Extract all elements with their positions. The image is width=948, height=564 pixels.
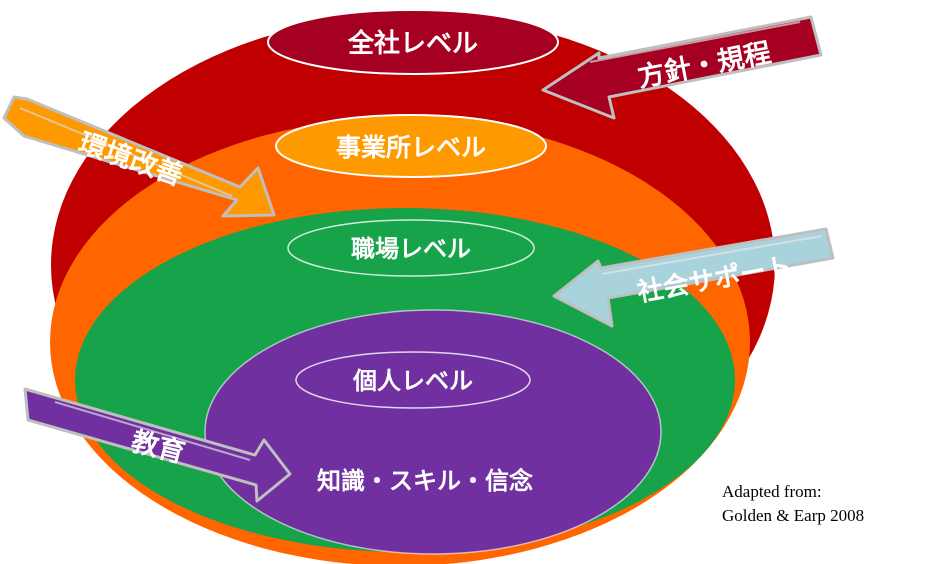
- arrow-education-inner-line: [54, 401, 251, 461]
- level-workplace-label: 職場レベル: [351, 235, 471, 263]
- arrow-social-inner-line: [601, 235, 823, 275]
- level-individual-label-ellipse: [295, 351, 531, 409]
- level-individual-label: 個人レベル: [352, 367, 473, 395]
- level-worksite-label: 事業所レベル: [336, 133, 486, 162]
- level-individual: 個人レベル 知識・スキル・信念: [204, 309, 662, 555]
- level-company-label: 全社レベル: [347, 28, 478, 59]
- arrow-environment-inner-line: [19, 107, 233, 197]
- credit-line-2: Golden & Earp 2008: [722, 506, 865, 525]
- level-individual-ellipse: [204, 309, 662, 555]
- arrow-social-shape: [552, 227, 835, 328]
- arrow-education-shape: [23, 387, 292, 503]
- level-workplace-label-ellipse: [287, 219, 535, 277]
- level-worksite-label-ellipse: [275, 114, 547, 178]
- arrow-policy-inner-line: [589, 21, 801, 63]
- arrow-policy-shape: [541, 15, 823, 120]
- source-credit: Adapted from: Golden & Earp 2008: [722, 480, 937, 528]
- individual-inner-text: 知識・スキル・信念: [317, 467, 533, 495]
- credit-line-1: Adapted from:: [722, 482, 822, 501]
- level-company-label-ellipse: [267, 9, 559, 75]
